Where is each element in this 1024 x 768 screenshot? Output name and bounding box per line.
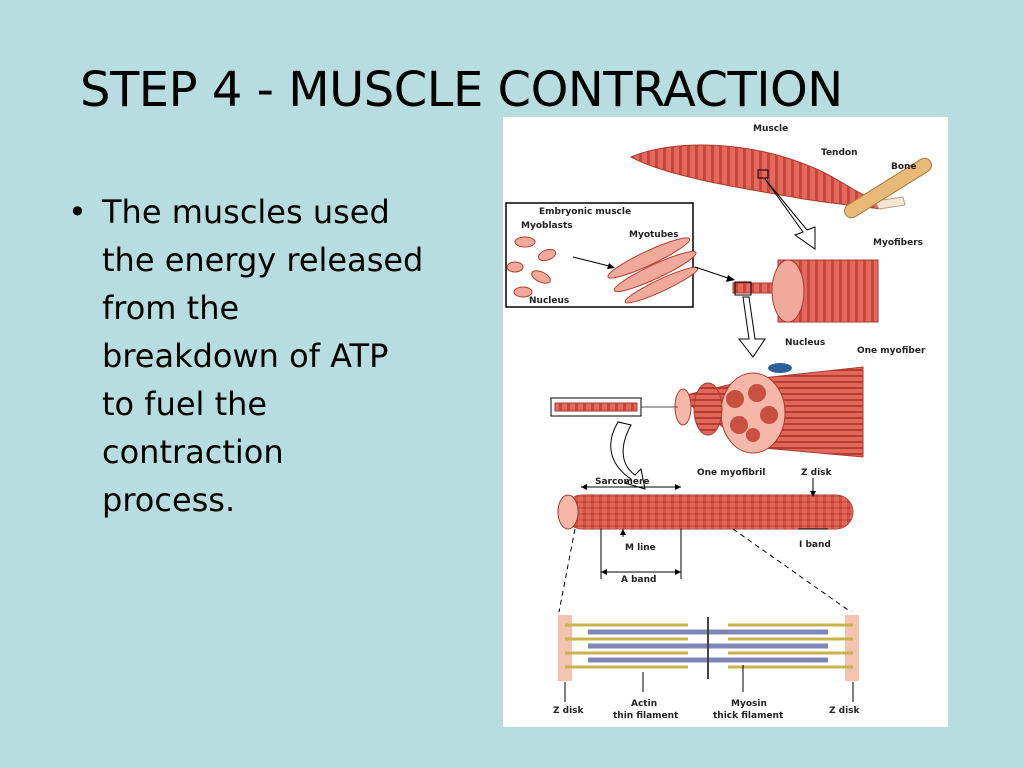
label-myotubes: Myotubes [629,230,679,240]
label-one-myofiber: One myofiber [857,346,926,356]
slide-title: STEP 4 - MUSCLE CONTRACTION [80,62,843,118]
sarcomere-filaments [555,612,865,702]
bullet-line: to fuel the [102,385,268,423]
myofiber-detail [550,363,864,490]
label-bone: Bone [891,162,917,172]
label-z-disk-top: Z disk [801,468,833,478]
diagram-svg: Muscle Tendon Bone Myofibers Embryonic m… [505,124,932,721]
label-a-band: A band [621,575,656,585]
bullet-line: from the [102,289,240,327]
bullet-dot-icon: • [68,193,87,231]
bullet-line: breakdown of ATP [102,337,389,375]
bullet-line: the energy released [102,241,424,279]
label-myoblasts: Myoblasts [521,221,573,231]
label-muscle: Muscle [753,124,788,134]
label-actin: Actin [631,699,657,709]
label-i-band: I band [799,540,831,550]
muscle-structure-diagram: Muscle Tendon Bone Myofibers Embryonic m… [503,117,948,727]
label-myosin: Myosin [731,699,767,709]
label-nucleus-embryo: Nucleus [529,296,569,306]
label-sarcomere: Sarcomere [595,477,650,487]
label-tendon: Tendon [821,148,858,158]
whole-muscle [629,144,932,250]
label-one-myofibril: One myofibril [697,468,765,478]
label-nucleus: Nucleus [785,338,825,348]
label-z-disk-right: Z disk [829,706,861,716]
label-z-disk-left: Z disk [553,706,585,716]
bullet-line: process. [102,481,236,519]
myofibril-detail [557,478,859,618]
bullet-list: • The muscles used the energy released f… [64,188,494,524]
bullet-item: • The muscles used the energy released f… [64,188,494,524]
label-embryonic-muscle: Embryonic muscle [539,207,631,217]
myofiber-bundle [732,259,879,358]
bullet-line: The muscles used [102,193,390,231]
bullet-line: contraction [102,433,284,471]
embryonic-muscle-panel [505,202,699,308]
label-myofibers: Myofibers [873,238,923,248]
label-m-line: M line [625,543,656,553]
label-thick-filament: thick filament [713,711,784,721]
label-thin-filament: thin filament [613,711,679,721]
